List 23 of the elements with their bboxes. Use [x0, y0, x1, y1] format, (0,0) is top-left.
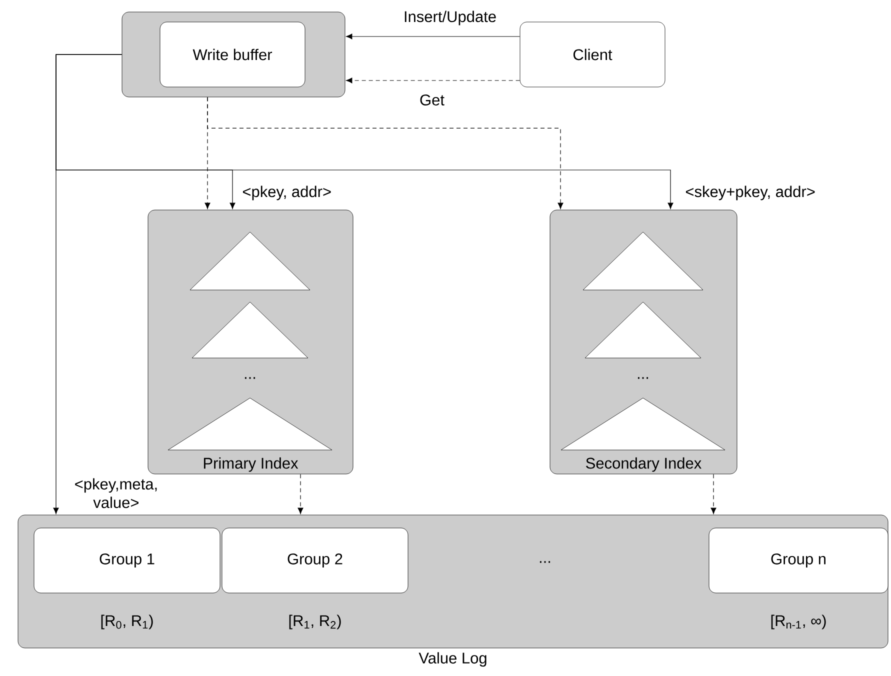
edge-label: Get: [418, 94, 446, 106]
group-box: Group n: [708, 528, 888, 594]
arrow: [346, 78, 520, 84]
range-label: [R$_{n-1}$, ∞): [771, 614, 826, 630]
edge-label: <skey+pkey, addr>: [684, 184, 816, 202]
process-box: Client: [520, 22, 666, 88]
ellipsis-label: ...: [244, 377, 256, 379]
process-box: Write buffer: [160, 22, 306, 88]
arrow: [207, 96, 564, 209]
group-box: Group 1: [34, 528, 220, 594]
edge-label: Insert/Update: [402, 10, 498, 26]
edge-label: <pkey,meta, value>: [75, 478, 157, 508]
ellipsis-label: ...: [540, 561, 550, 563]
node-label: Value Log: [418, 652, 486, 667]
range-label: [R$_{1}$, R$_{2}$): [289, 614, 341, 630]
arrow: [346, 34, 520, 40]
group-box: Group 2: [222, 528, 408, 594]
ellipsis-label: ...: [638, 377, 648, 379]
arrow: [298, 474, 304, 514]
range-label: [R$_{0}$, R$_{1}$): [101, 614, 153, 630]
arrow: [53, 54, 122, 514]
edge-label: <pkey, addr>: [241, 184, 333, 202]
arrow: [710, 474, 716, 514]
